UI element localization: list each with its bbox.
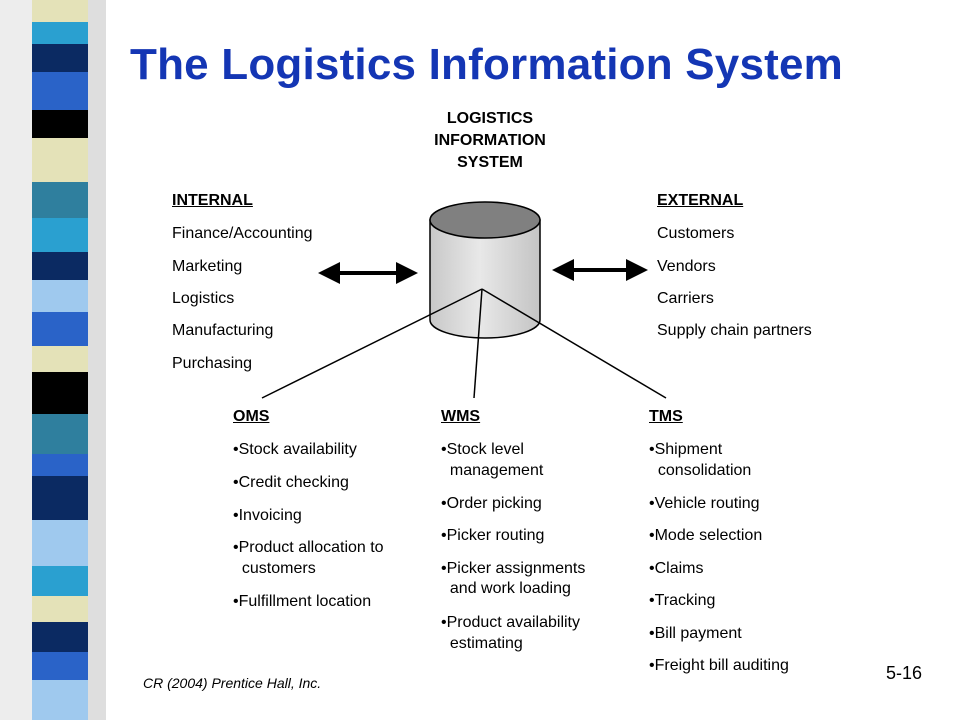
- stripe-segment: [32, 372, 88, 414]
- stripe-segment: [32, 72, 88, 110]
- tms-item: •Claims: [649, 560, 704, 577]
- oms-item: •Credit checking: [233, 474, 349, 491]
- wms-item: •Picker routing: [441, 527, 545, 544]
- oms-heading: OMS: [233, 408, 270, 425]
- stripe-segment: [32, 520, 88, 566]
- database-cylinder-icon: [429, 201, 541, 339]
- stripe-pattern: [0, 0, 106, 720]
- wms-item: •Order picking: [441, 495, 542, 512]
- stripe-segment: [32, 346, 88, 372]
- stripe-segment: [32, 252, 88, 280]
- lis-heading-line: LOGISTICS: [446, 110, 534, 127]
- lis-heading: LOGISTICS INFORMATION SYSTEM: [400, 108, 580, 174]
- tms-item: •Vehicle routing: [649, 495, 760, 512]
- wms-item-continuation: management: [441, 462, 544, 479]
- lis-heading-line: SYSTEM: [457, 154, 523, 171]
- slide-number: 5-16: [886, 663, 923, 683]
- stripe-margin: [0, 0, 32, 720]
- wms-item-continuation: and work loading: [441, 580, 571, 597]
- internal-item: Finance/Accounting: [172, 225, 313, 242]
- tms-item: •Bill payment: [649, 625, 742, 642]
- stripe-segment: [32, 454, 88, 476]
- oms-item: •Fulfillment location: [233, 593, 372, 610]
- stripe-segment: [32, 652, 88, 680]
- double-arrow-right-icon: [552, 259, 648, 281]
- stripe-shadow: [88, 0, 106, 720]
- lis-heading-line: INFORMATION: [434, 132, 546, 149]
- internal-heading: INTERNAL: [172, 192, 253, 209]
- stripe-segment: [32, 0, 88, 22]
- external-item: Vendors: [657, 258, 716, 275]
- oms-item-continuation: customers: [233, 560, 316, 577]
- tms-item: •Tracking: [649, 592, 716, 609]
- stripe-segment: [32, 680, 88, 720]
- external-item: Carriers: [657, 290, 714, 307]
- tms-item: •Mode selection: [649, 527, 763, 544]
- stripe-segment: [32, 414, 88, 454]
- internal-item: Purchasing: [172, 355, 253, 372]
- connector-lines: [261, 288, 667, 399]
- page-title: The Logistics Information System: [130, 40, 843, 89]
- wms-item: •Product availability: [441, 614, 580, 631]
- stripe-segment: [32, 596, 88, 622]
- stripe-segment: [32, 476, 88, 520]
- tms-heading: TMS: [649, 408, 683, 425]
- decorative-stripe-bar: [0, 0, 112, 720]
- wms-item-continuation: estimating: [441, 635, 523, 652]
- oms-item: •Product allocation to: [233, 539, 384, 556]
- external-heading: EXTERNAL: [657, 192, 744, 209]
- external-item: Supply chain partners: [657, 322, 812, 339]
- tms-item: •Freight bill auditing: [649, 657, 789, 674]
- tms-item: •Shipment: [649, 441, 723, 458]
- external-item: Customers: [657, 225, 735, 242]
- stripe-segment: [32, 44, 88, 72]
- stripe-segment: [32, 138, 88, 182]
- wms-item: •Stock level: [441, 441, 524, 458]
- stripe-segment: [32, 218, 88, 252]
- stripe-segment: [32, 182, 88, 218]
- oms-item: •Stock availability: [233, 441, 357, 458]
- stripe-segment: [32, 312, 88, 346]
- oms-item: •Invoicing: [233, 507, 302, 524]
- double-arrow-left-icon: [318, 262, 418, 284]
- stripe-segment: [32, 110, 88, 138]
- internal-item: Logistics: [172, 290, 235, 307]
- stripe-segment: [32, 22, 88, 44]
- wms-heading: WMS: [441, 408, 481, 425]
- stripe-segment: [32, 280, 88, 312]
- stripe-segment: [32, 566, 88, 596]
- stripe-segment: [32, 622, 88, 652]
- internal-item: Manufacturing: [172, 322, 274, 339]
- copyright-credit: CR (2004) Prentice Hall, Inc.: [143, 675, 322, 691]
- internal-item: Marketing: [172, 258, 243, 275]
- tms-item-continuation: consolidation: [649, 462, 752, 479]
- wms-item: •Picker assignments: [441, 560, 586, 577]
